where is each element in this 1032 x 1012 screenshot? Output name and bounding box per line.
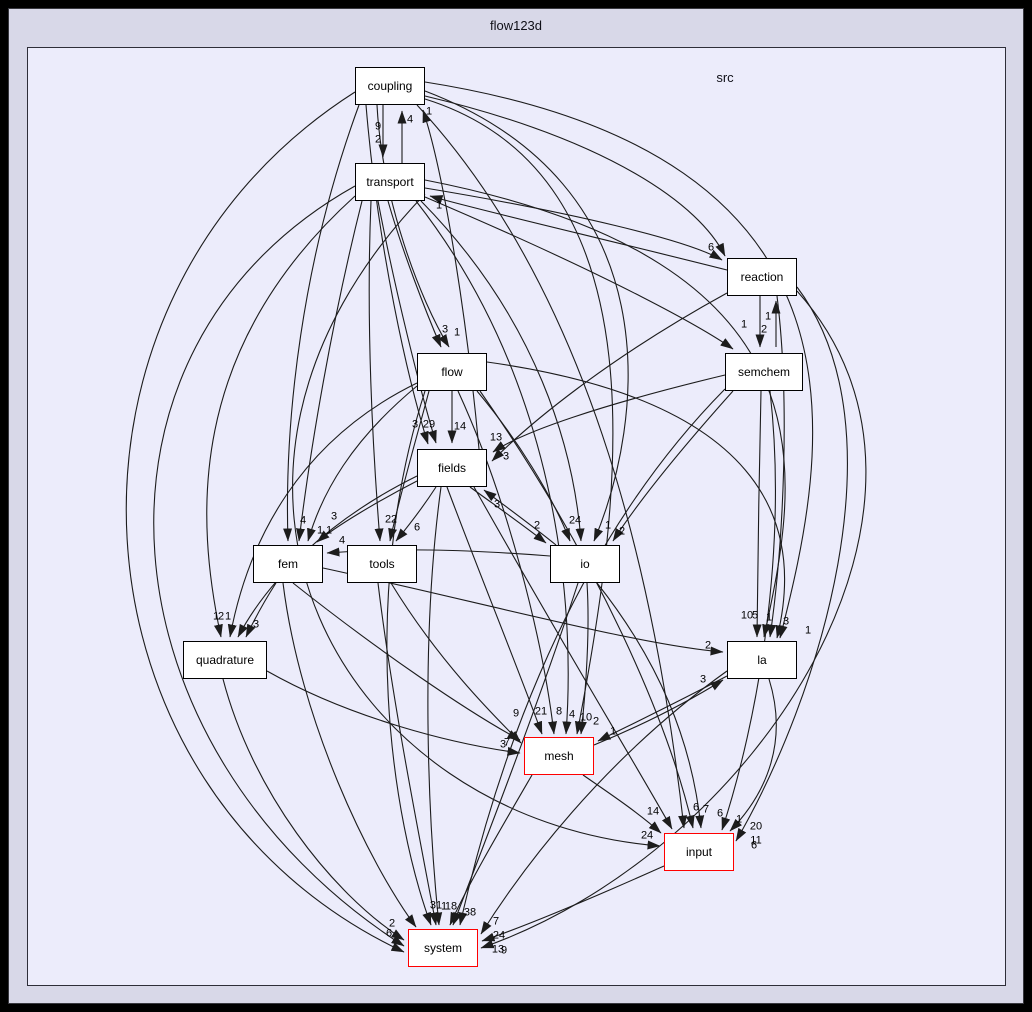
edge-count-label: 1 <box>224 610 232 623</box>
edge-count-label: 18 <box>444 900 458 913</box>
edge-count-label: 20 <box>749 820 763 833</box>
edge-count-label: 6 <box>716 807 724 820</box>
outer-cluster-flow123d: flow123d <box>8 8 1024 1004</box>
edge-count-label: 4 <box>574 514 582 527</box>
edge-count-label: 3 <box>411 418 419 431</box>
edge-count-label: 1 <box>604 519 612 532</box>
edge-count-label: 4 <box>646 829 654 842</box>
edge-count-label: 6 <box>707 241 715 254</box>
edge-count-label: 14 <box>646 805 660 818</box>
edge-count-label: 3 <box>502 450 510 463</box>
edge-count-label: 2 <box>760 323 768 336</box>
edge-count-label: 2 <box>374 133 382 146</box>
edge-count-label: 3 <box>330 510 338 523</box>
node-reaction[interactable]: reaction <box>727 258 797 296</box>
edge-count-label: 1 <box>435 199 443 212</box>
node-la[interactable]: la <box>727 641 797 679</box>
edge-count-label: 3 <box>699 673 707 686</box>
edge-count-label: 29 <box>422 418 436 431</box>
node-coupling[interactable]: coupling <box>355 67 425 105</box>
node-mesh[interactable]: mesh <box>524 737 594 775</box>
edge-count-label: 1 <box>425 105 433 118</box>
node-quadrature[interactable]: quadrature <box>183 641 267 679</box>
inner-cluster-label: src <box>716 70 734 85</box>
node-fem[interactable]: fem <box>253 545 323 583</box>
node-fields[interactable]: fields <box>417 449 487 487</box>
edge-count-label: 4 <box>406 113 414 126</box>
edge-count-label: 3 <box>441 323 449 336</box>
node-transport[interactable]: transport <box>355 163 425 201</box>
edge-count-label: 7 <box>503 736 511 749</box>
edge-count-label: 2 <box>533 519 541 532</box>
edge-count-label: 4 <box>299 514 307 527</box>
edge-count-label: 7 <box>702 803 710 816</box>
node-io[interactable]: io <box>550 545 620 583</box>
edge-count-label: 13 <box>489 431 503 444</box>
edge-count-label: 9 <box>500 944 508 957</box>
edge-count-label: 1 <box>740 318 748 331</box>
edge-count-label: 1 <box>609 725 617 738</box>
edge-count-label: 3 <box>493 498 501 511</box>
edge-count-label: 1 <box>453 326 461 339</box>
edge-count-label: 9 <box>512 707 520 720</box>
edge-count-label: 2 <box>704 639 712 652</box>
edge-count-label: 1 <box>316 524 324 537</box>
edge-count-label: 10 <box>579 711 593 724</box>
edge-count-label: 4 <box>568 708 576 721</box>
edge-count-label: 2 <box>618 525 626 538</box>
edge-count-label: 21 <box>534 705 548 718</box>
edge-count-label: 6 <box>385 927 393 940</box>
edge-count-label: 13 <box>491 943 505 956</box>
edge-count-label: 14 <box>453 420 467 433</box>
edge-count-label: 1 <box>325 524 333 537</box>
inner-cluster-src <box>27 47 1006 986</box>
edge-count-label: 2 <box>592 715 600 728</box>
edge-count-label: 1 <box>764 310 772 323</box>
edge-count-label: 7 <box>492 915 500 928</box>
node-system[interactable]: system <box>408 929 478 967</box>
edge-count-label: 6 <box>692 801 700 814</box>
edge-count-label: 3 <box>252 618 260 631</box>
edge-count-label: 6 <box>750 839 758 852</box>
node-semchem[interactable]: semchem <box>725 353 803 391</box>
edge-count-label: 1 <box>735 813 743 826</box>
edge-count-label: 38 <box>463 906 477 919</box>
edge-count-label: 9 <box>374 120 382 133</box>
edge-count-label: 6 <box>413 521 421 534</box>
edge-count-label: 3 <box>782 615 790 628</box>
outer-cluster-label: flow123d <box>489 18 543 33</box>
edge-count-label: 8 <box>555 705 563 718</box>
edge-count-label: 1 <box>765 611 773 624</box>
node-flow[interactable]: flow <box>417 353 487 391</box>
node-input[interactable]: input <box>664 833 734 871</box>
edge-count-label: 5 <box>751 609 759 622</box>
edge-count-label: 24 <box>492 929 506 942</box>
node-tools[interactable]: tools <box>347 545 417 583</box>
edge-count-label: 1 <box>440 900 448 913</box>
edge-count-label: 4 <box>338 534 346 547</box>
edge-count-label: 2 <box>217 610 225 623</box>
edge-count-label: 1 <box>804 624 812 637</box>
edge-count-label: 2 <box>390 513 398 526</box>
